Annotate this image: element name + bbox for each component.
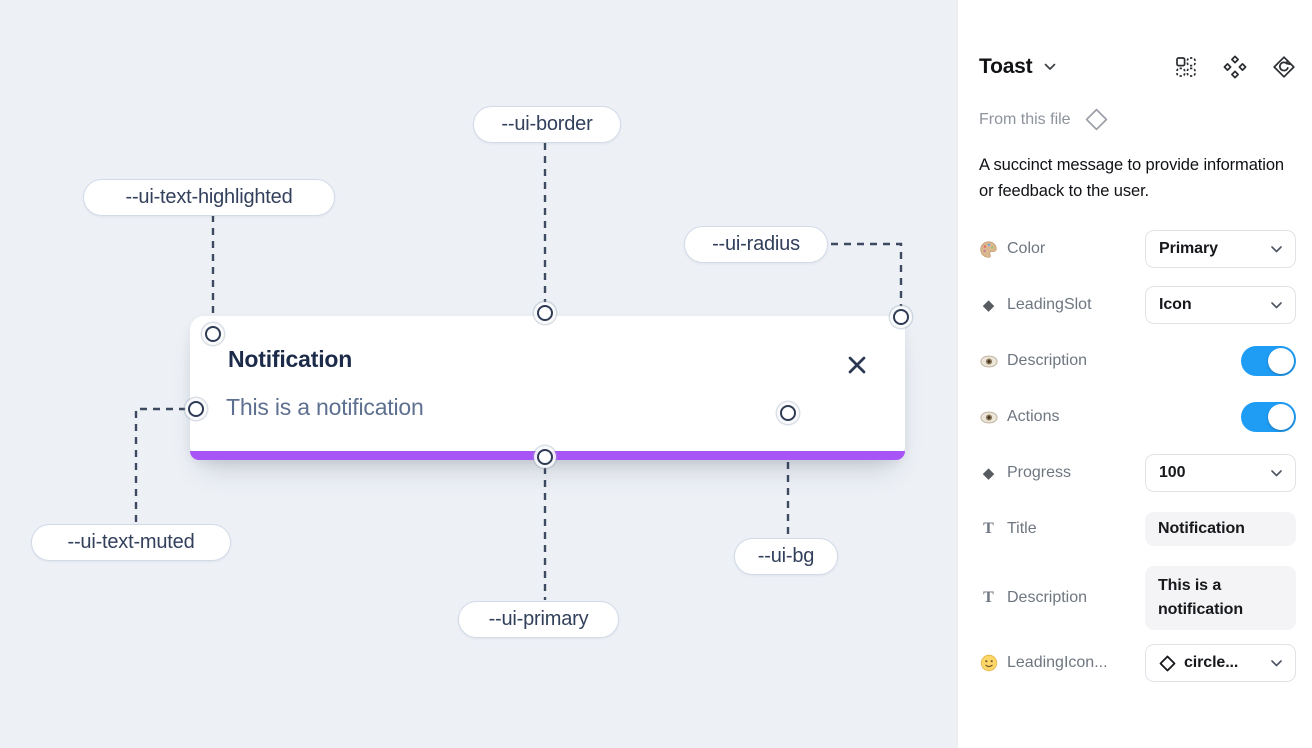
- source-row: From this file: [979, 107, 1296, 132]
- swap-instance-icon[interactable]: [1174, 55, 1198, 79]
- property-label: Description: [1007, 589, 1088, 607]
- row-actions-toggle: Actions: [979, 398, 1296, 436]
- component-title: Toast: [979, 55, 1033, 78]
- property-label: LeadingSlot: [1007, 296, 1092, 314]
- properties-panel: Toast: [957, 0, 1312, 748]
- x-icon: [846, 354, 868, 376]
- leadingslot-select[interactable]: Icon: [1145, 286, 1296, 325]
- property-rows: Color Primary ◆ LeadingSlot Icon: [979, 230, 1296, 683]
- chevron-down-icon: [1271, 469, 1282, 477]
- text-icon: T: [983, 520, 994, 538]
- label-ui-radius: --ui-radius: [684, 226, 828, 263]
- source-label: From this file: [979, 110, 1071, 128]
- marker-primary: [537, 449, 553, 465]
- label-ui-bg: --ui-bg: [734, 538, 838, 575]
- marker-text-muted: [188, 401, 204, 417]
- description-input[interactable]: This is a notification: [1145, 566, 1296, 631]
- component-description: A succinct message to provide informatio…: [979, 156, 1284, 201]
- label-ui-text-muted: --ui-text-muted: [31, 524, 231, 561]
- smiley-icon: [979, 654, 998, 672]
- diamond-icon: ◆: [982, 296, 995, 314]
- description-toggle[interactable]: [1241, 346, 1296, 377]
- eye-icon: [979, 355, 998, 368]
- progress-select-value: 100: [1159, 464, 1186, 482]
- label-ui-border: --ui-border: [473, 106, 621, 143]
- diamond-outline-icon: [1159, 655, 1176, 672]
- return-to-source-icon[interactable]: [1272, 55, 1296, 79]
- text-icon: T: [983, 589, 994, 607]
- toast-close-button[interactable]: [845, 353, 869, 377]
- property-label: Progress: [1007, 464, 1072, 482]
- label-ui-primary: --ui-primary: [458, 601, 619, 638]
- row-leadingicon: LeadingIcon... circle...: [979, 644, 1296, 683]
- row-description-toggle: Description: [979, 342, 1296, 380]
- progress-select[interactable]: 100: [1145, 454, 1296, 493]
- actions-toggle[interactable]: [1241, 402, 1296, 433]
- diamond-outline-icon: [1084, 107, 1109, 132]
- row-color: Color Primary: [979, 230, 1296, 269]
- leadingslot-select-value: Icon: [1159, 296, 1192, 314]
- title-input[interactable]: Notification: [1145, 512, 1296, 547]
- color-select[interactable]: Primary: [1145, 230, 1296, 269]
- marker-bg: [780, 405, 796, 421]
- color-select-value: Primary: [1159, 240, 1218, 258]
- chevron-down-icon: [1271, 301, 1282, 309]
- palette-icon: [979, 240, 998, 259]
- marker-radius: [893, 309, 909, 325]
- toast-component: Notification This is a notification: [190, 316, 905, 460]
- panel-header: Toast: [979, 55, 1296, 79]
- chevron-down-icon: [1271, 659, 1282, 667]
- canvas: --ui-border --ui-text-highlighted --ui-r…: [0, 0, 957, 748]
- row-leadingslot: ◆ LeadingSlot Icon: [979, 286, 1296, 325]
- marker-text-highlighted: [205, 326, 221, 342]
- property-label: Actions: [1007, 408, 1060, 426]
- chevron-down-icon: [1271, 245, 1282, 253]
- marker-border: [537, 305, 553, 321]
- toast-description: This is a notification: [226, 394, 424, 420]
- toggle-knob: [1268, 404, 1294, 431]
- property-label: Description: [1007, 352, 1088, 370]
- row-title: T Title Notification: [979, 510, 1296, 548]
- row-progress: ◆ Progress 100: [979, 454, 1296, 493]
- leadingicon-select-value: circle...: [1184, 654, 1239, 672]
- toast-title: Notification: [228, 346, 353, 372]
- component-icon[interactable]: [1223, 55, 1247, 79]
- eye-icon: [979, 411, 998, 424]
- property-label: Title: [1007, 520, 1037, 538]
- property-label: Color: [1007, 240, 1046, 258]
- chevron-down-icon[interactable]: [1044, 63, 1056, 71]
- label-ui-text-highlighted: --ui-text-highlighted: [83, 179, 335, 216]
- leadingicon-select[interactable]: circle...: [1145, 644, 1296, 683]
- toggle-knob: [1268, 348, 1294, 375]
- diamond-icon: ◆: [982, 464, 995, 482]
- header-icons: [1174, 55, 1296, 79]
- property-label: LeadingIcon...: [1007, 654, 1108, 672]
- row-description-text: T Description This is a notification: [979, 566, 1296, 631]
